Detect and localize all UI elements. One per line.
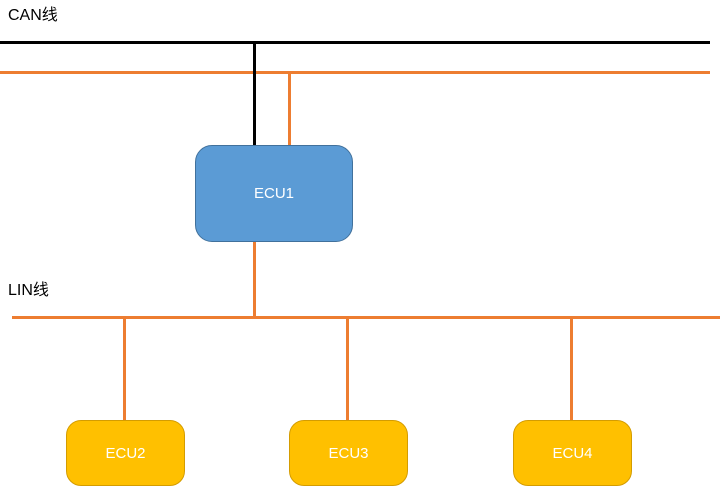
node-ecu3-label: ECU3 (328, 444, 369, 462)
secondary-bus-line (0, 71, 710, 74)
ecu1-can-connector-line (253, 42, 256, 148)
ecu4-lin-connector-line (570, 318, 573, 423)
node-ecu3: ECU3 (289, 420, 408, 486)
node-ecu2-label: ECU2 (105, 444, 146, 462)
node-ecu4-label: ECU4 (552, 444, 593, 462)
ecu1-secondary-connector-line (288, 72, 291, 148)
lin-bus-label: LIN线 (8, 282, 49, 299)
ecu1-lin-connector-line (253, 240, 256, 318)
ecu2-lin-connector-line (123, 318, 126, 423)
node-ecu1-label: ECU1 (253, 185, 294, 202)
node-ecu2: ECU2 (66, 420, 185, 486)
lin-bus-line (12, 316, 720, 319)
ecu3-lin-connector-line (346, 318, 349, 423)
node-ecu1: ECU1 (195, 145, 353, 242)
can-bus-line (0, 41, 710, 44)
can-bus-label: CAN线 (8, 7, 58, 24)
node-ecu4: ECU4 (513, 420, 632, 486)
